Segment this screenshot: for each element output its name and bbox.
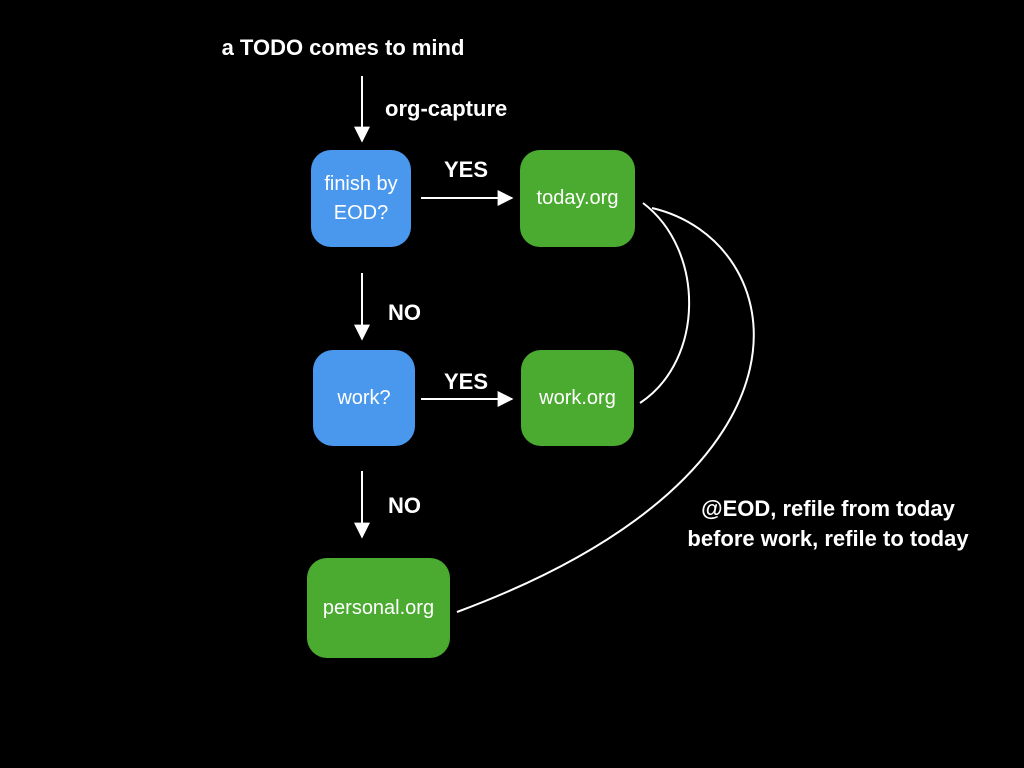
edge-label-no-personal: NO <box>388 493 421 518</box>
node-finish-by-eod: finish by EOD? <box>311 150 411 247</box>
edge-label-yes-work: YES <box>443 369 489 394</box>
edge-label-yes-today: YES <box>443 157 489 182</box>
node-today-org: today.org <box>520 150 635 247</box>
diagram-title: a TODO comes to mind <box>221 35 465 60</box>
node-personal-org: personal.org <box>307 558 450 658</box>
node-work-org: work.org <box>521 350 634 446</box>
refile-curve-today-personal <box>456 207 755 613</box>
refile-annotation: @EOD, refile from today before work, ref… <box>687 496 969 551</box>
node-work-question: work? <box>313 350 415 446</box>
edge-label-no-work: NO <box>388 300 421 325</box>
refile-curve-today-work <box>639 202 691 404</box>
org-capture-label: org-capture <box>385 96 508 121</box>
